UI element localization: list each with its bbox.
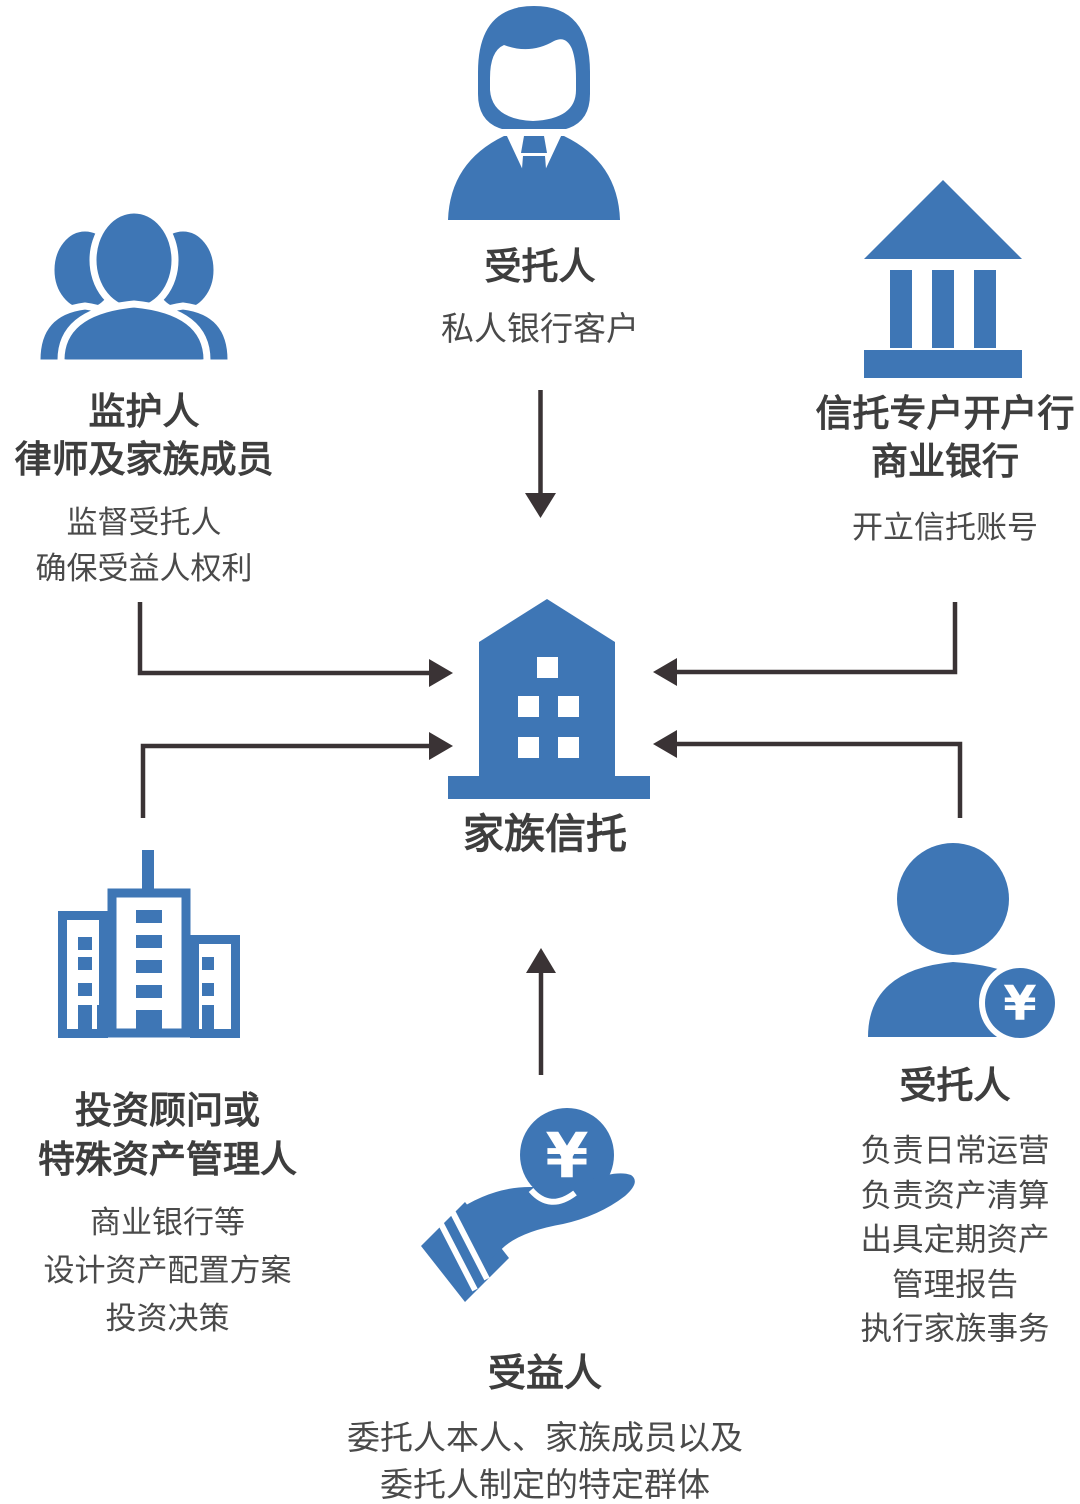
beneficiary-desc-line1: 委托人本人、家族成员以及	[347, 1419, 743, 1456]
advisor-desc-line2: 设计资产配置方案	[43, 1253, 292, 1288]
trustee-desc-line1: 负责日常运营	[860, 1132, 1050, 1168]
bank-title: 信托专户开户行 商业银行	[790, 390, 1080, 486]
guardian-desc-line1: 监督受托人	[66, 505, 222, 540]
advisor-title-line2: 特殊资产管理人	[38, 1139, 297, 1180]
trustee-title: 受托人	[899, 1065, 1011, 1106]
trustee-desc-line4: 管理报告	[891, 1265, 1018, 1302]
arrow-guardian-to-trust	[137, 602, 453, 687]
arrow-settlor-to-trust	[525, 390, 556, 518]
beneficiary-title: 受益人	[487, 1353, 602, 1395]
advisor-desc-line3: 投资决策	[105, 1301, 230, 1336]
trustee-desc: 负责日常运营 负责资产清算 出具定期资产 管理报告 执行家族事务	[805, 1128, 1080, 1351]
advisor-desc-line1: 商业银行等	[90, 1205, 245, 1240]
guardian-desc: 监督受托人 确保受益人权利	[0, 500, 294, 592]
people-group-icon	[35, 208, 233, 363]
bank-desc: 开立信托账号	[790, 505, 1080, 551]
bank-desc-line1: 开立信托账号	[852, 510, 1038, 545]
yen-symbol: ¥	[545, 1119, 588, 1192]
arrow-advisor-to-trust	[140, 732, 453, 818]
trust-center-label: 家族信托	[463, 811, 627, 857]
advisor-title: 投资顾问或 特殊资产管理人	[10, 1086, 325, 1184]
businessman-icon	[448, 6, 620, 220]
trust-building-icon	[448, 599, 650, 799]
settlor-subtitle: 私人银行客户	[441, 310, 639, 347]
bank-title-line1: 信托专户开户行	[815, 393, 1075, 434]
guardian-desc-line2: 确保受益人权利	[35, 551, 253, 586]
person-coin-icon: ¥	[868, 843, 1061, 1044]
arrow-trustee-to-trust	[653, 730, 963, 818]
office-buildings-icon	[58, 850, 240, 1038]
guardian-title: 监护人 律师及家族成员	[0, 388, 294, 484]
beneficiary-desc-line2: 委托人制定的特定群体	[380, 1466, 710, 1503]
advisor-desc: 商业银行等 设计资产配置方案 投资决策	[10, 1199, 325, 1343]
guardian-title-line1: 监护人	[88, 391, 200, 432]
hand-coin-icon: ¥	[421, 1108, 635, 1302]
guardian-title-line2: 律师及家族成员	[14, 439, 274, 480]
advisor-title-line1: 投资顾问或	[75, 1090, 260, 1131]
trustee-desc-line3: 出具定期资产	[860, 1221, 1050, 1257]
bank-icon	[864, 180, 1022, 378]
yen-symbol: ¥	[1003, 976, 1036, 1032]
beneficiary-desc: 委托人本人、家族成员以及 委托人制定的特定群体	[310, 1414, 780, 1504]
settlor-title: 受托人	[484, 246, 596, 287]
trustee-desc-line5: 执行家族事务	[860, 1310, 1050, 1346]
arrow-bank-to-trust	[653, 602, 958, 686]
trustee-desc-line2: 负责资产清算	[860, 1176, 1050, 1213]
arrow-beneficiary-to-trust	[526, 948, 556, 1075]
bank-title-line2: 商业银行	[871, 441, 1019, 482]
